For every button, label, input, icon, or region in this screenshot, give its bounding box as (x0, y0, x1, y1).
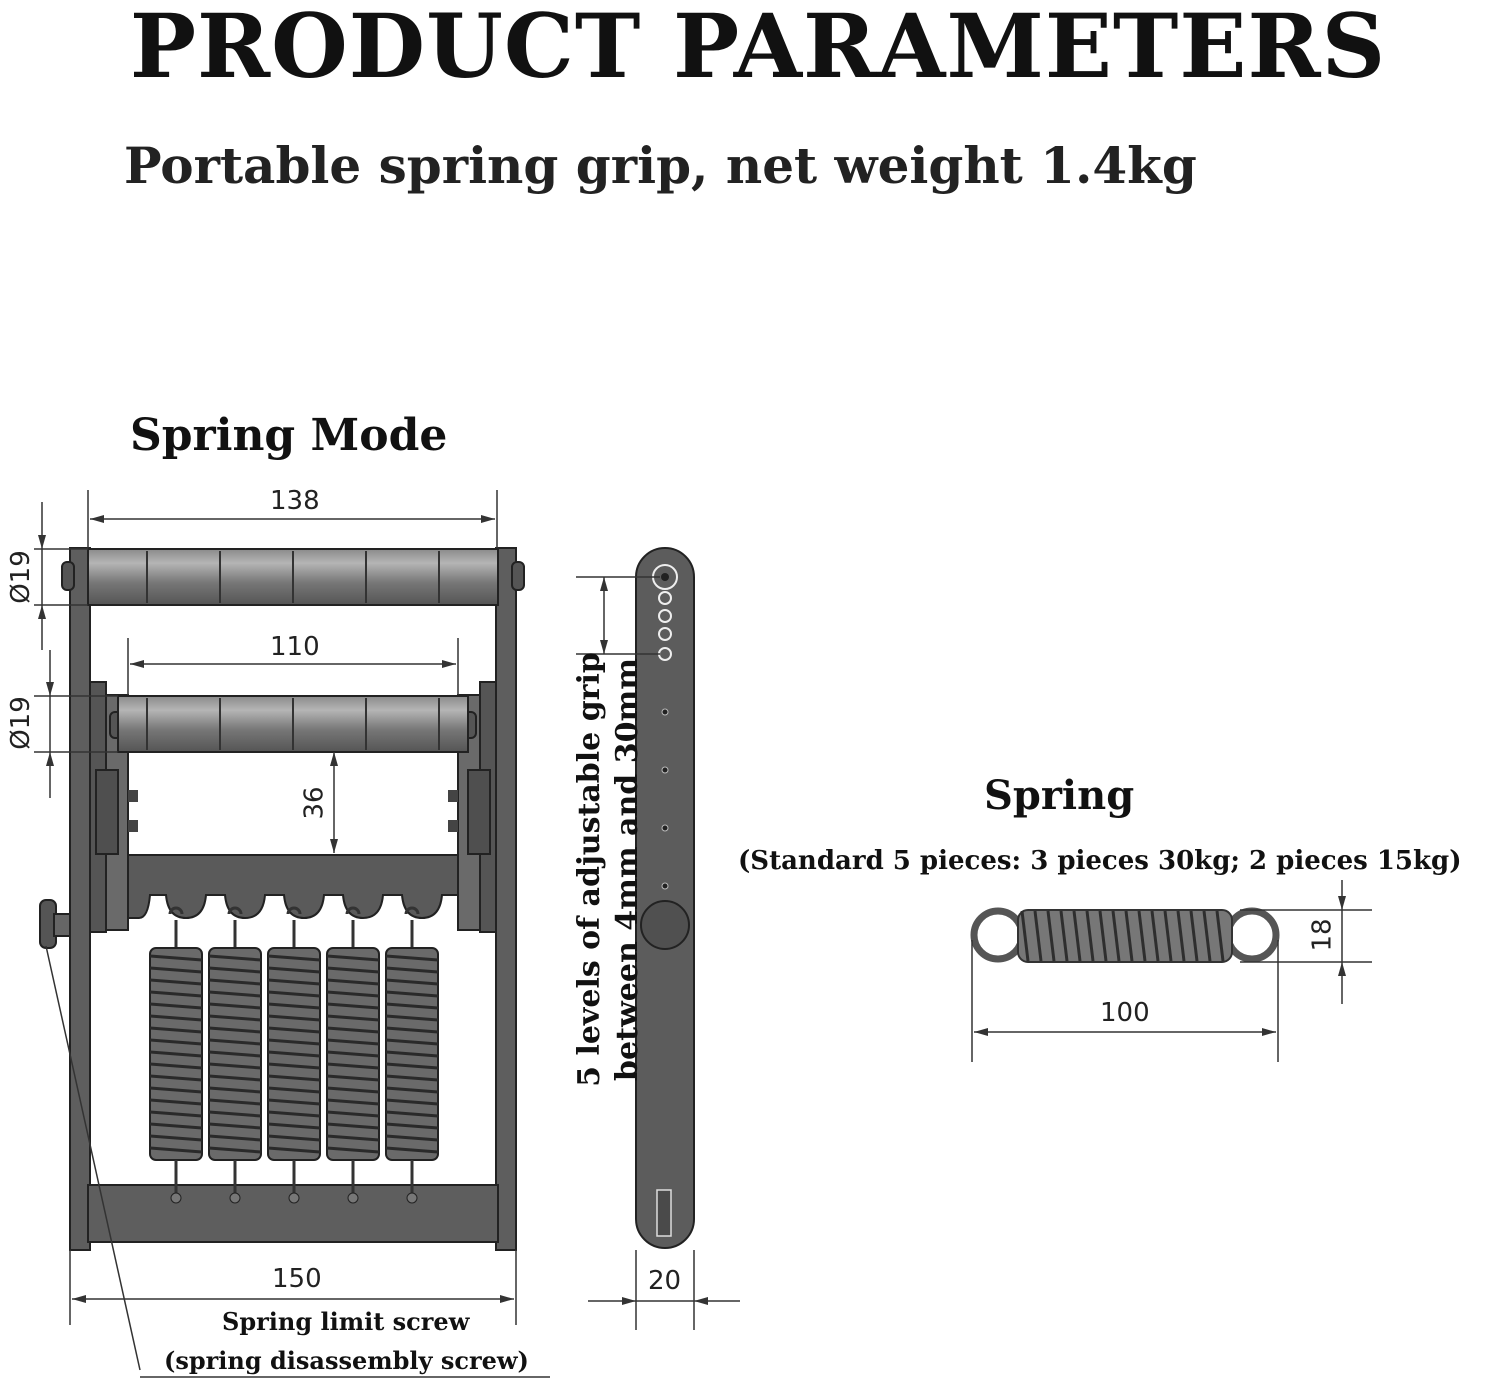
dim-bottom-width: 150 (272, 1264, 322, 1294)
grip-side-view (635, 547, 695, 1249)
spring-detail (970, 907, 1280, 963)
spring-carrier (127, 854, 459, 920)
left-post (69, 547, 91, 1251)
dim-top-diameter: Ø19 (5, 550, 36, 604)
grip-front-view (39, 547, 525, 1251)
grip-note-line2: between 4mm and 30mm (609, 658, 645, 1081)
spring-1 (149, 906, 203, 1204)
dim-inner-diameter: Ø19 (5, 696, 36, 750)
grip-note-line1: 5 levels of adjustable grip (571, 652, 607, 1087)
dim-top-width: 138 (270, 486, 320, 516)
spring-2 (208, 906, 262, 1204)
spring-4 (326, 906, 380, 1204)
dim-gap: 36 (299, 786, 330, 820)
dim-spring-length: 100 (1100, 998, 1150, 1028)
spring-mode-title: Spring Mode (130, 410, 448, 461)
screw-label-sub: (spring disassembly screw) (164, 1346, 529, 1375)
dim-inner-width: 110 (270, 632, 320, 662)
right-post (495, 547, 517, 1251)
page-subtitle: Portable spring grip, net weight 1.4kg (124, 136, 1197, 195)
spring-5 (385, 906, 439, 1204)
spring-3 (267, 906, 321, 1204)
spring-note: (Standard 5 pieces: 3 pieces 30kg; 2 pie… (738, 846, 1462, 876)
dim-spring-height: 18 (1307, 918, 1338, 952)
spring-title: Spring (984, 772, 1135, 819)
spring-set (149, 906, 439, 1204)
page-title: PRODUCT PARAMETERS (129, 0, 1387, 98)
dim-side-width: 20 (648, 1266, 682, 1296)
side-bar (635, 547, 695, 1249)
front-dimensions (34, 490, 550, 1378)
screw-label: Spring limit screw (222, 1307, 470, 1336)
